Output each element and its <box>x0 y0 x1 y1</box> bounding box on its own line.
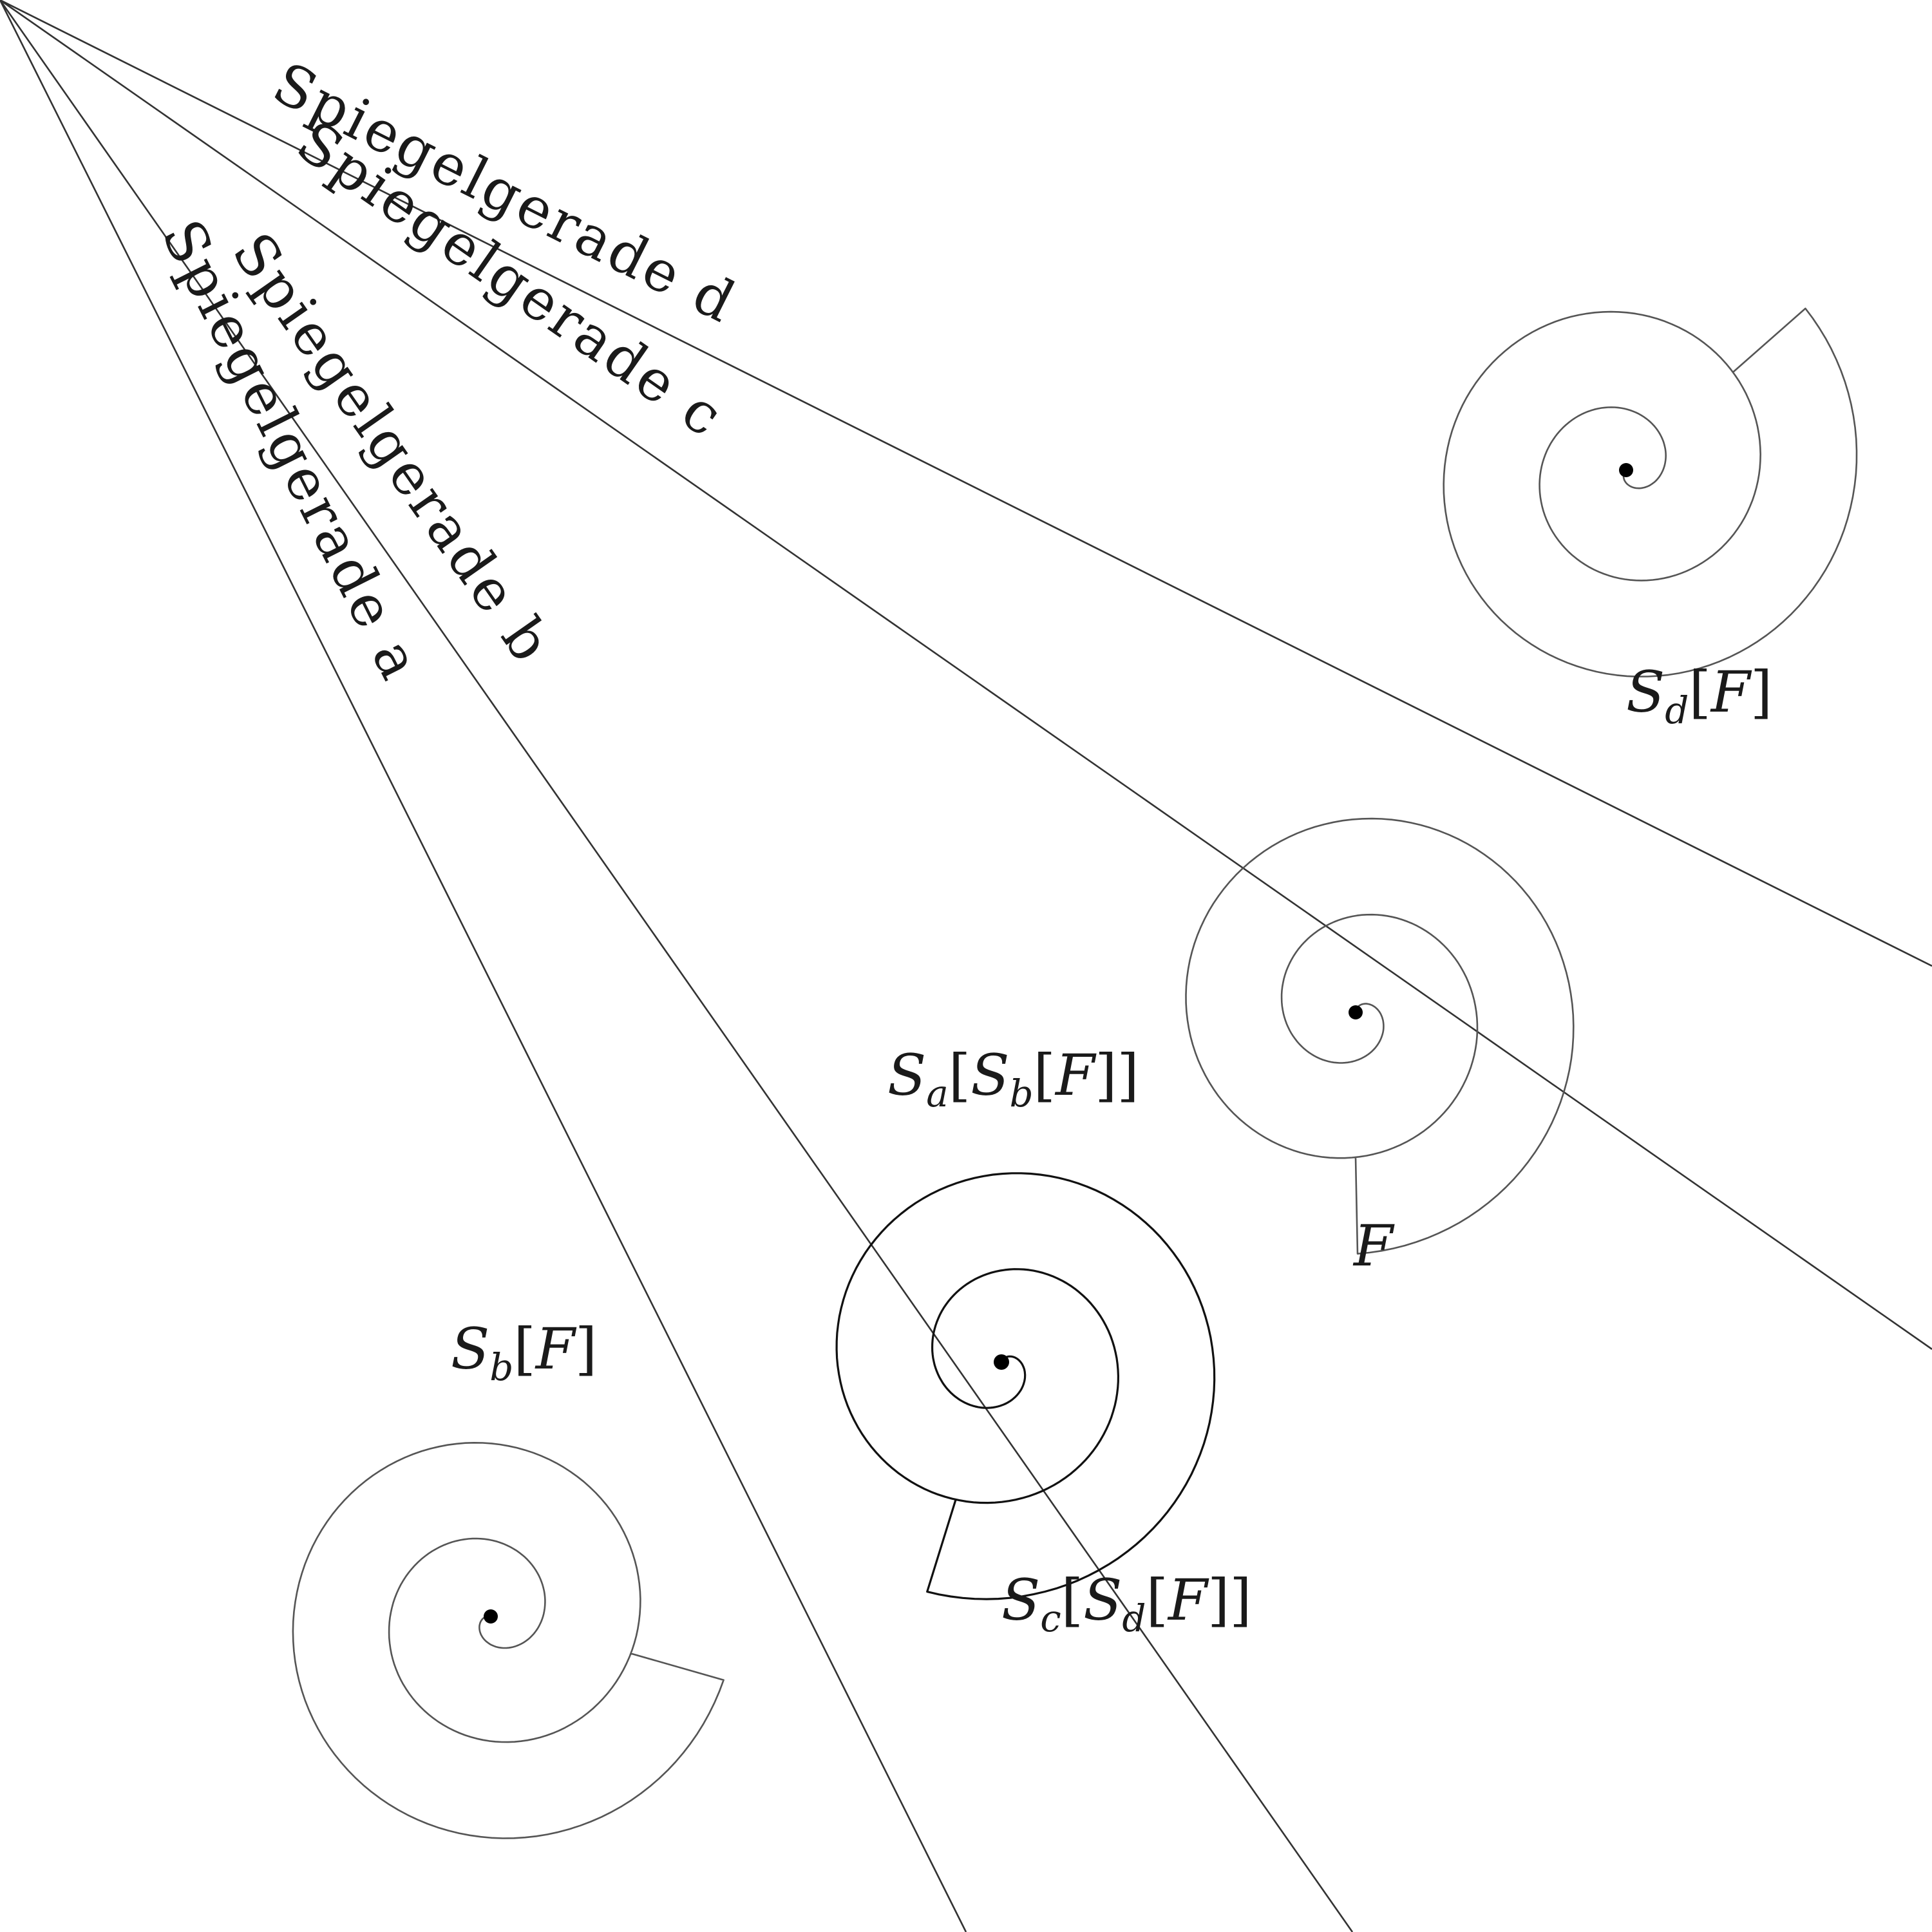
label-Sa-Sb-F: Sa[Sb[F]] <box>887 1042 1139 1115</box>
center-dot-Sa-Sb-F <box>994 1354 1009 1370</box>
mirror-line-c <box>0 0 1932 1350</box>
spiral-Sa-Sb-F <box>835 1172 1216 1600</box>
label-F: F <box>1352 1213 1395 1279</box>
label-Sc-Sd-F: Sc[Sd[F]] <box>1001 1567 1252 1640</box>
center-dot-F <box>1349 1005 1363 1019</box>
figure-Sb-F <box>292 1442 724 1839</box>
spiral-Sd-F <box>1443 307 1858 677</box>
center-dot-Sd-F <box>1619 463 1633 477</box>
mirror-line-d <box>0 0 1932 967</box>
mirror-line-labels: Spiegelgerade d Spiegelgerade c Spiegelg… <box>149 50 747 692</box>
spiral-Sb-F <box>292 1442 724 1839</box>
label-Sb-F: Sb[F] <box>451 1316 597 1389</box>
center-dot-Sb-F <box>484 1609 498 1624</box>
spiral-F <box>1185 817 1575 1255</box>
figure-Sd-F <box>1443 307 1858 677</box>
figures <box>292 307 1858 1839</box>
figure-F <box>1185 817 1575 1255</box>
mirror-line-b <box>0 0 1354 1932</box>
label-Sd-F: Sd[F] <box>1626 659 1772 732</box>
mirror-line-a <box>0 0 967 1932</box>
figure-labels: Sd[F] F Sa[Sb[F]] Sc[Sd[F]] Sb[F] <box>451 659 1772 1640</box>
figure-Sa-Sb-F <box>835 1172 1216 1600</box>
